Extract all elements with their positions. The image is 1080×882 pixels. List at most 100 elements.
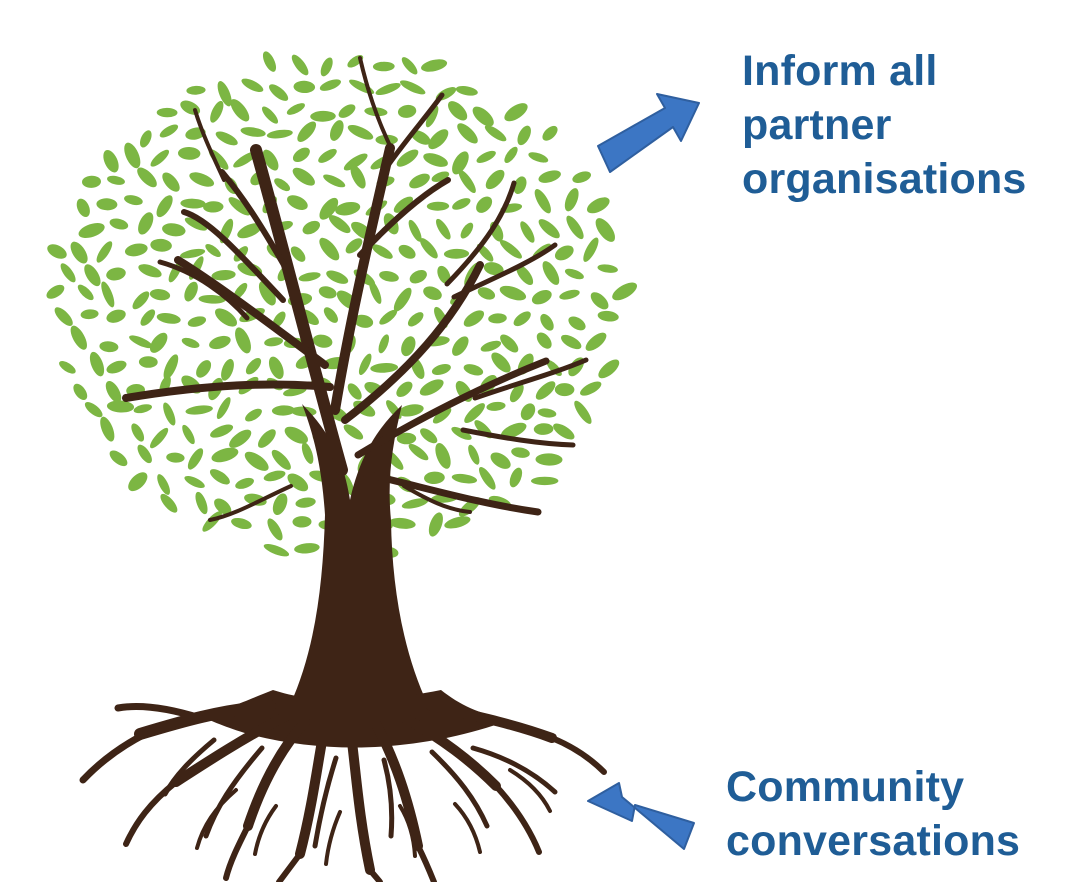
leaf — [229, 429, 252, 448]
leaf — [323, 174, 346, 188]
leaf — [559, 289, 580, 300]
leaf — [509, 467, 523, 488]
leaf — [301, 442, 314, 464]
tree-branch — [219, 169, 287, 268]
leaf — [149, 332, 168, 353]
leaf — [267, 518, 283, 541]
inform-partners-line-3: organisations — [742, 155, 1027, 203]
leaf — [586, 197, 610, 214]
leaf — [435, 443, 451, 469]
community-conversations-line-2: conversations — [726, 817, 1021, 865]
tree-branch — [358, 56, 394, 152]
leaf — [189, 172, 215, 187]
leaf — [214, 308, 238, 327]
leaf — [517, 125, 531, 146]
leaf — [211, 270, 236, 281]
leaf — [537, 408, 557, 418]
leaf — [80, 309, 99, 320]
leaf — [436, 218, 451, 240]
leaf — [162, 172, 180, 192]
leaf — [284, 426, 308, 444]
root-strand — [243, 717, 310, 831]
leaf — [138, 212, 154, 235]
leaf — [268, 356, 284, 380]
leaf — [580, 381, 602, 396]
tree-branch — [451, 242, 558, 300]
leaf — [107, 175, 125, 185]
leaf — [100, 416, 115, 442]
leaf — [124, 243, 148, 257]
leaf — [401, 498, 429, 509]
leaf — [210, 100, 224, 123]
leaf — [452, 336, 469, 356]
leaf — [156, 195, 173, 218]
leaf — [245, 358, 262, 375]
leaf — [124, 195, 143, 206]
leaf — [396, 432, 417, 445]
leaf — [233, 151, 258, 168]
leaf — [378, 334, 390, 354]
leaf — [138, 356, 158, 368]
leaf — [298, 272, 321, 282]
leaf — [150, 149, 170, 167]
leaf — [54, 307, 73, 326]
leaf — [271, 405, 296, 416]
leaf — [106, 267, 126, 281]
arrow-up-right-icon — [597, 93, 700, 173]
leaf — [408, 219, 422, 242]
leaf — [398, 404, 424, 417]
root-strand — [371, 719, 423, 851]
leaf — [140, 130, 152, 148]
leaf — [180, 248, 206, 259]
leaf — [326, 270, 349, 284]
leaf — [597, 310, 619, 322]
leaf — [178, 146, 201, 160]
root-strand — [508, 768, 552, 813]
leaf — [504, 146, 518, 164]
leaf — [338, 104, 356, 118]
tree-branch — [357, 177, 451, 258]
leaf — [302, 220, 321, 235]
leaf — [330, 120, 344, 141]
leaf — [131, 423, 145, 442]
leaf — [46, 284, 65, 299]
arrow-left-icon — [587, 782, 695, 850]
leaf — [484, 125, 507, 142]
leaf — [209, 335, 231, 350]
leaf — [533, 423, 554, 435]
leaf — [401, 57, 418, 75]
leaf — [554, 383, 575, 397]
tree-branch — [330, 143, 395, 415]
root-strand — [415, 843, 437, 882]
leaf — [488, 313, 507, 324]
leaf — [262, 51, 277, 72]
leaf — [214, 498, 232, 515]
leaf — [159, 124, 179, 138]
leaf — [428, 512, 443, 537]
leaf — [132, 291, 150, 310]
tree-branch — [386, 92, 445, 167]
leaf — [263, 543, 290, 557]
leaf — [166, 452, 185, 463]
leaf — [538, 219, 560, 239]
root-strand — [276, 851, 303, 882]
leaf — [293, 80, 316, 94]
leaf — [477, 287, 496, 300]
leaf — [410, 130, 431, 145]
leaf — [583, 237, 599, 262]
leaf — [353, 314, 374, 328]
leaf — [160, 493, 178, 513]
leaf — [106, 309, 126, 323]
leaf — [528, 152, 549, 163]
leaf — [287, 473, 309, 492]
leaf — [535, 381, 556, 400]
leaf — [258, 281, 276, 306]
leaf — [420, 428, 438, 444]
leaf — [292, 167, 315, 186]
leaf — [457, 123, 478, 144]
leaf — [77, 284, 94, 301]
leaf — [216, 397, 231, 420]
leaf — [476, 196, 493, 213]
root-strand — [253, 804, 278, 856]
leaf — [476, 150, 496, 163]
